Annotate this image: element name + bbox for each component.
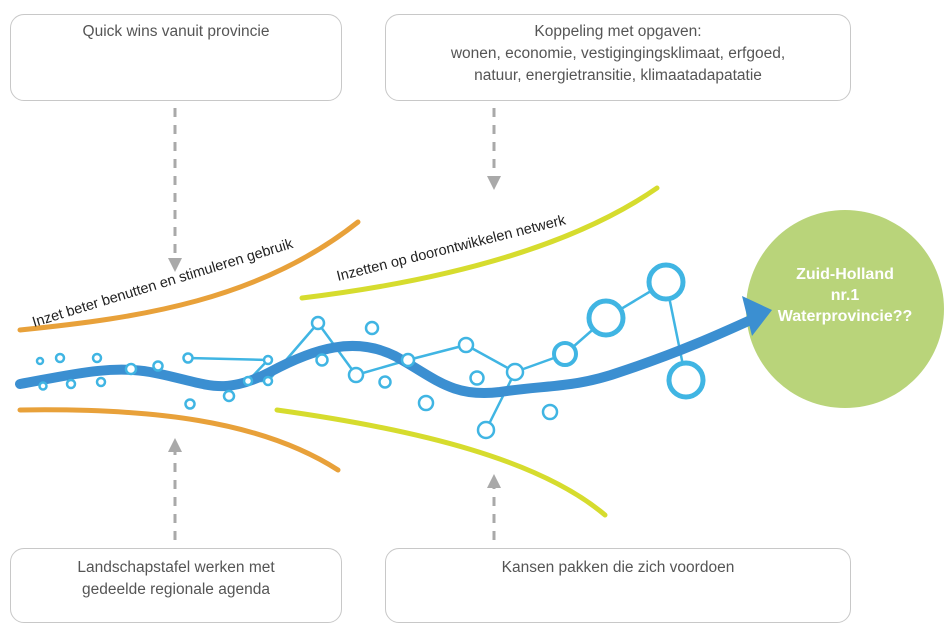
goal-line-3: Waterprovincie?? — [777, 308, 913, 325]
network-node — [378, 375, 392, 389]
yellow-band-bottom — [274, 407, 608, 518]
koppeling-opgaven-box: Koppeling met opgaven: wonen, economie, … — [385, 14, 851, 101]
network-link — [187, 356, 269, 362]
dashed-arrowhead-top-right — [487, 176, 501, 190]
koppeling-line-3: natuur, energietransitie, klimaatadapata… — [474, 67, 762, 84]
network-node — [417, 394, 435, 412]
network-node — [315, 353, 329, 367]
network-node — [184, 398, 196, 410]
network-node — [124, 362, 138, 376]
network-link — [465, 343, 516, 374]
network-node — [505, 362, 525, 382]
orange-band-bottom — [17, 407, 341, 473]
koppeling-line-2: wonen, economie, vestigingingsklimaat, e… — [450, 45, 786, 62]
river-arrowhead — [742, 296, 772, 336]
network-node — [666, 360, 706, 400]
network-node — [54, 352, 66, 364]
network-nodes — [35, 262, 706, 440]
network-node — [476, 420, 496, 440]
network-node — [552, 341, 578, 367]
network-node — [364, 320, 380, 336]
network-node — [95, 376, 107, 388]
goal-line-1: Zuid-Holland — [796, 266, 894, 283]
kansen-box: Kansen pakken die zich voordoen — [385, 548, 851, 623]
yellow-band-top — [299, 185, 660, 301]
kansen-text: Kansen pakken die zich voordoen — [501, 559, 735, 576]
network-node — [469, 370, 485, 386]
network-node — [35, 356, 45, 366]
dashed-arrowhead-bottom-right — [487, 474, 501, 488]
landschapstafel-line-1: Landschapstafel werken met — [77, 559, 275, 576]
network-node — [262, 354, 274, 366]
dashed-arrowhead-top-left — [168, 258, 182, 272]
network-node — [646, 262, 686, 302]
network-link — [407, 343, 467, 362]
network-node — [38, 381, 48, 391]
river-arrow — [15, 313, 760, 399]
network-node — [182, 352, 194, 364]
dashed-arrowhead-bottom-left — [168, 438, 182, 452]
network-node — [586, 298, 626, 338]
network-node — [91, 352, 103, 364]
network-node — [65, 378, 77, 390]
goal-label: Zuid-Holland nr.1 Waterprovincie?? — [746, 264, 944, 327]
network-node — [400, 352, 416, 368]
quick-wins-text: Quick wins vanuit provincie — [82, 23, 270, 40]
network-node — [262, 375, 274, 387]
network-node — [347, 366, 365, 384]
network-node — [242, 375, 254, 387]
goal-circle — [746, 210, 944, 408]
network-node — [222, 389, 236, 403]
orange-band-top — [17, 219, 361, 333]
network-node — [457, 336, 475, 354]
quick-wins-box: Quick wins vanuit provincie — [10, 14, 342, 101]
goal-line-2: nr.1 — [830, 287, 860, 304]
koppeling-heading: Koppeling met opgaven: — [534, 23, 702, 40]
landschapstafel-box: Landschapstafel werken met gedeelde regi… — [10, 548, 342, 623]
network-node — [541, 403, 559, 421]
landschapstafel-line-2: gedeelde regionale agenda — [82, 581, 270, 598]
network-node — [152, 360, 164, 372]
network-node — [310, 315, 326, 331]
network-link — [484, 371, 517, 431]
